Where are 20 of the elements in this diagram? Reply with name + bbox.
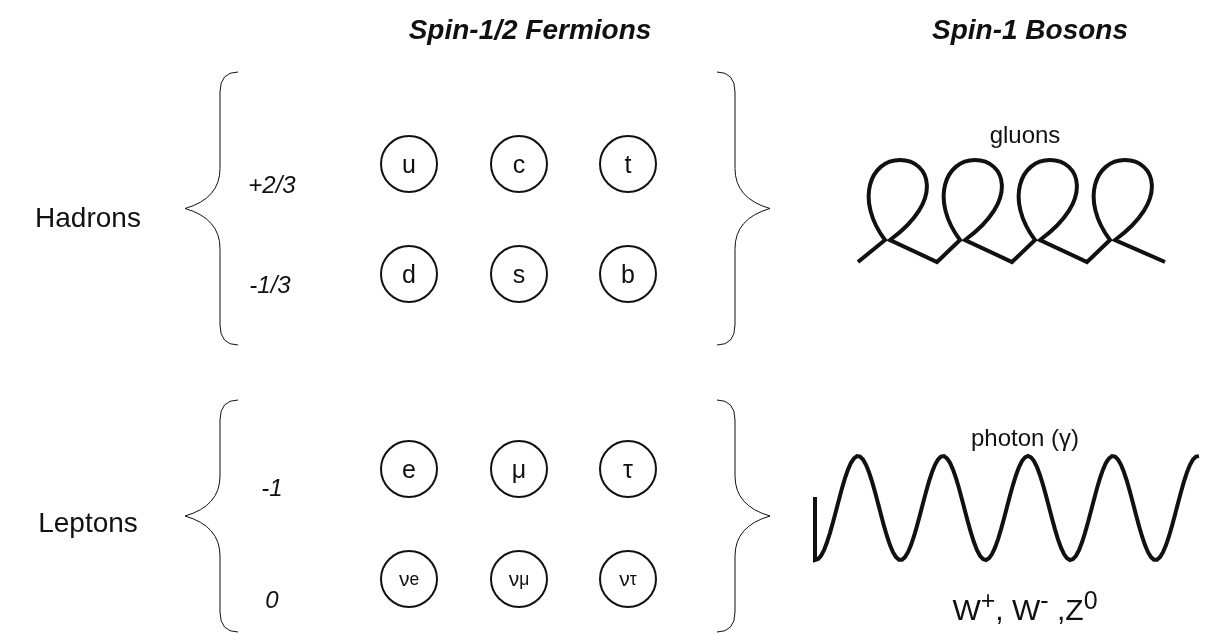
charge-value: 0 bbox=[265, 586, 279, 614]
particle-circle: d bbox=[380, 245, 438, 303]
particle-circle: b bbox=[599, 245, 657, 303]
particle-circle: τ bbox=[599, 440, 657, 498]
row-label: Hadrons bbox=[35, 202, 141, 234]
boson-name: photon (γ) bbox=[970, 424, 1080, 452]
charge-value: +2/3 bbox=[248, 171, 296, 199]
particle-circle: e bbox=[380, 440, 438, 498]
heading-text: Spin-1 Bosons bbox=[932, 14, 1128, 46]
heading-text: Spin-1/2 Fermions bbox=[408, 14, 652, 46]
particle-circle: s bbox=[490, 245, 548, 303]
boson-name: gluons bbox=[989, 121, 1061, 149]
boson-name: W$^{+}$, W$^{-}$ ,Z$^{0}$ bbox=[952, 585, 1098, 627]
charge-value: -1 bbox=[261, 474, 283, 502]
charge-value: -1/3 bbox=[249, 271, 291, 299]
particle-circle: t bbox=[599, 135, 657, 193]
particle-circle: μ bbox=[490, 440, 548, 498]
particle-circle: c bbox=[490, 135, 548, 193]
row-label: Leptons bbox=[38, 507, 138, 539]
particle-circle: u bbox=[380, 135, 438, 193]
